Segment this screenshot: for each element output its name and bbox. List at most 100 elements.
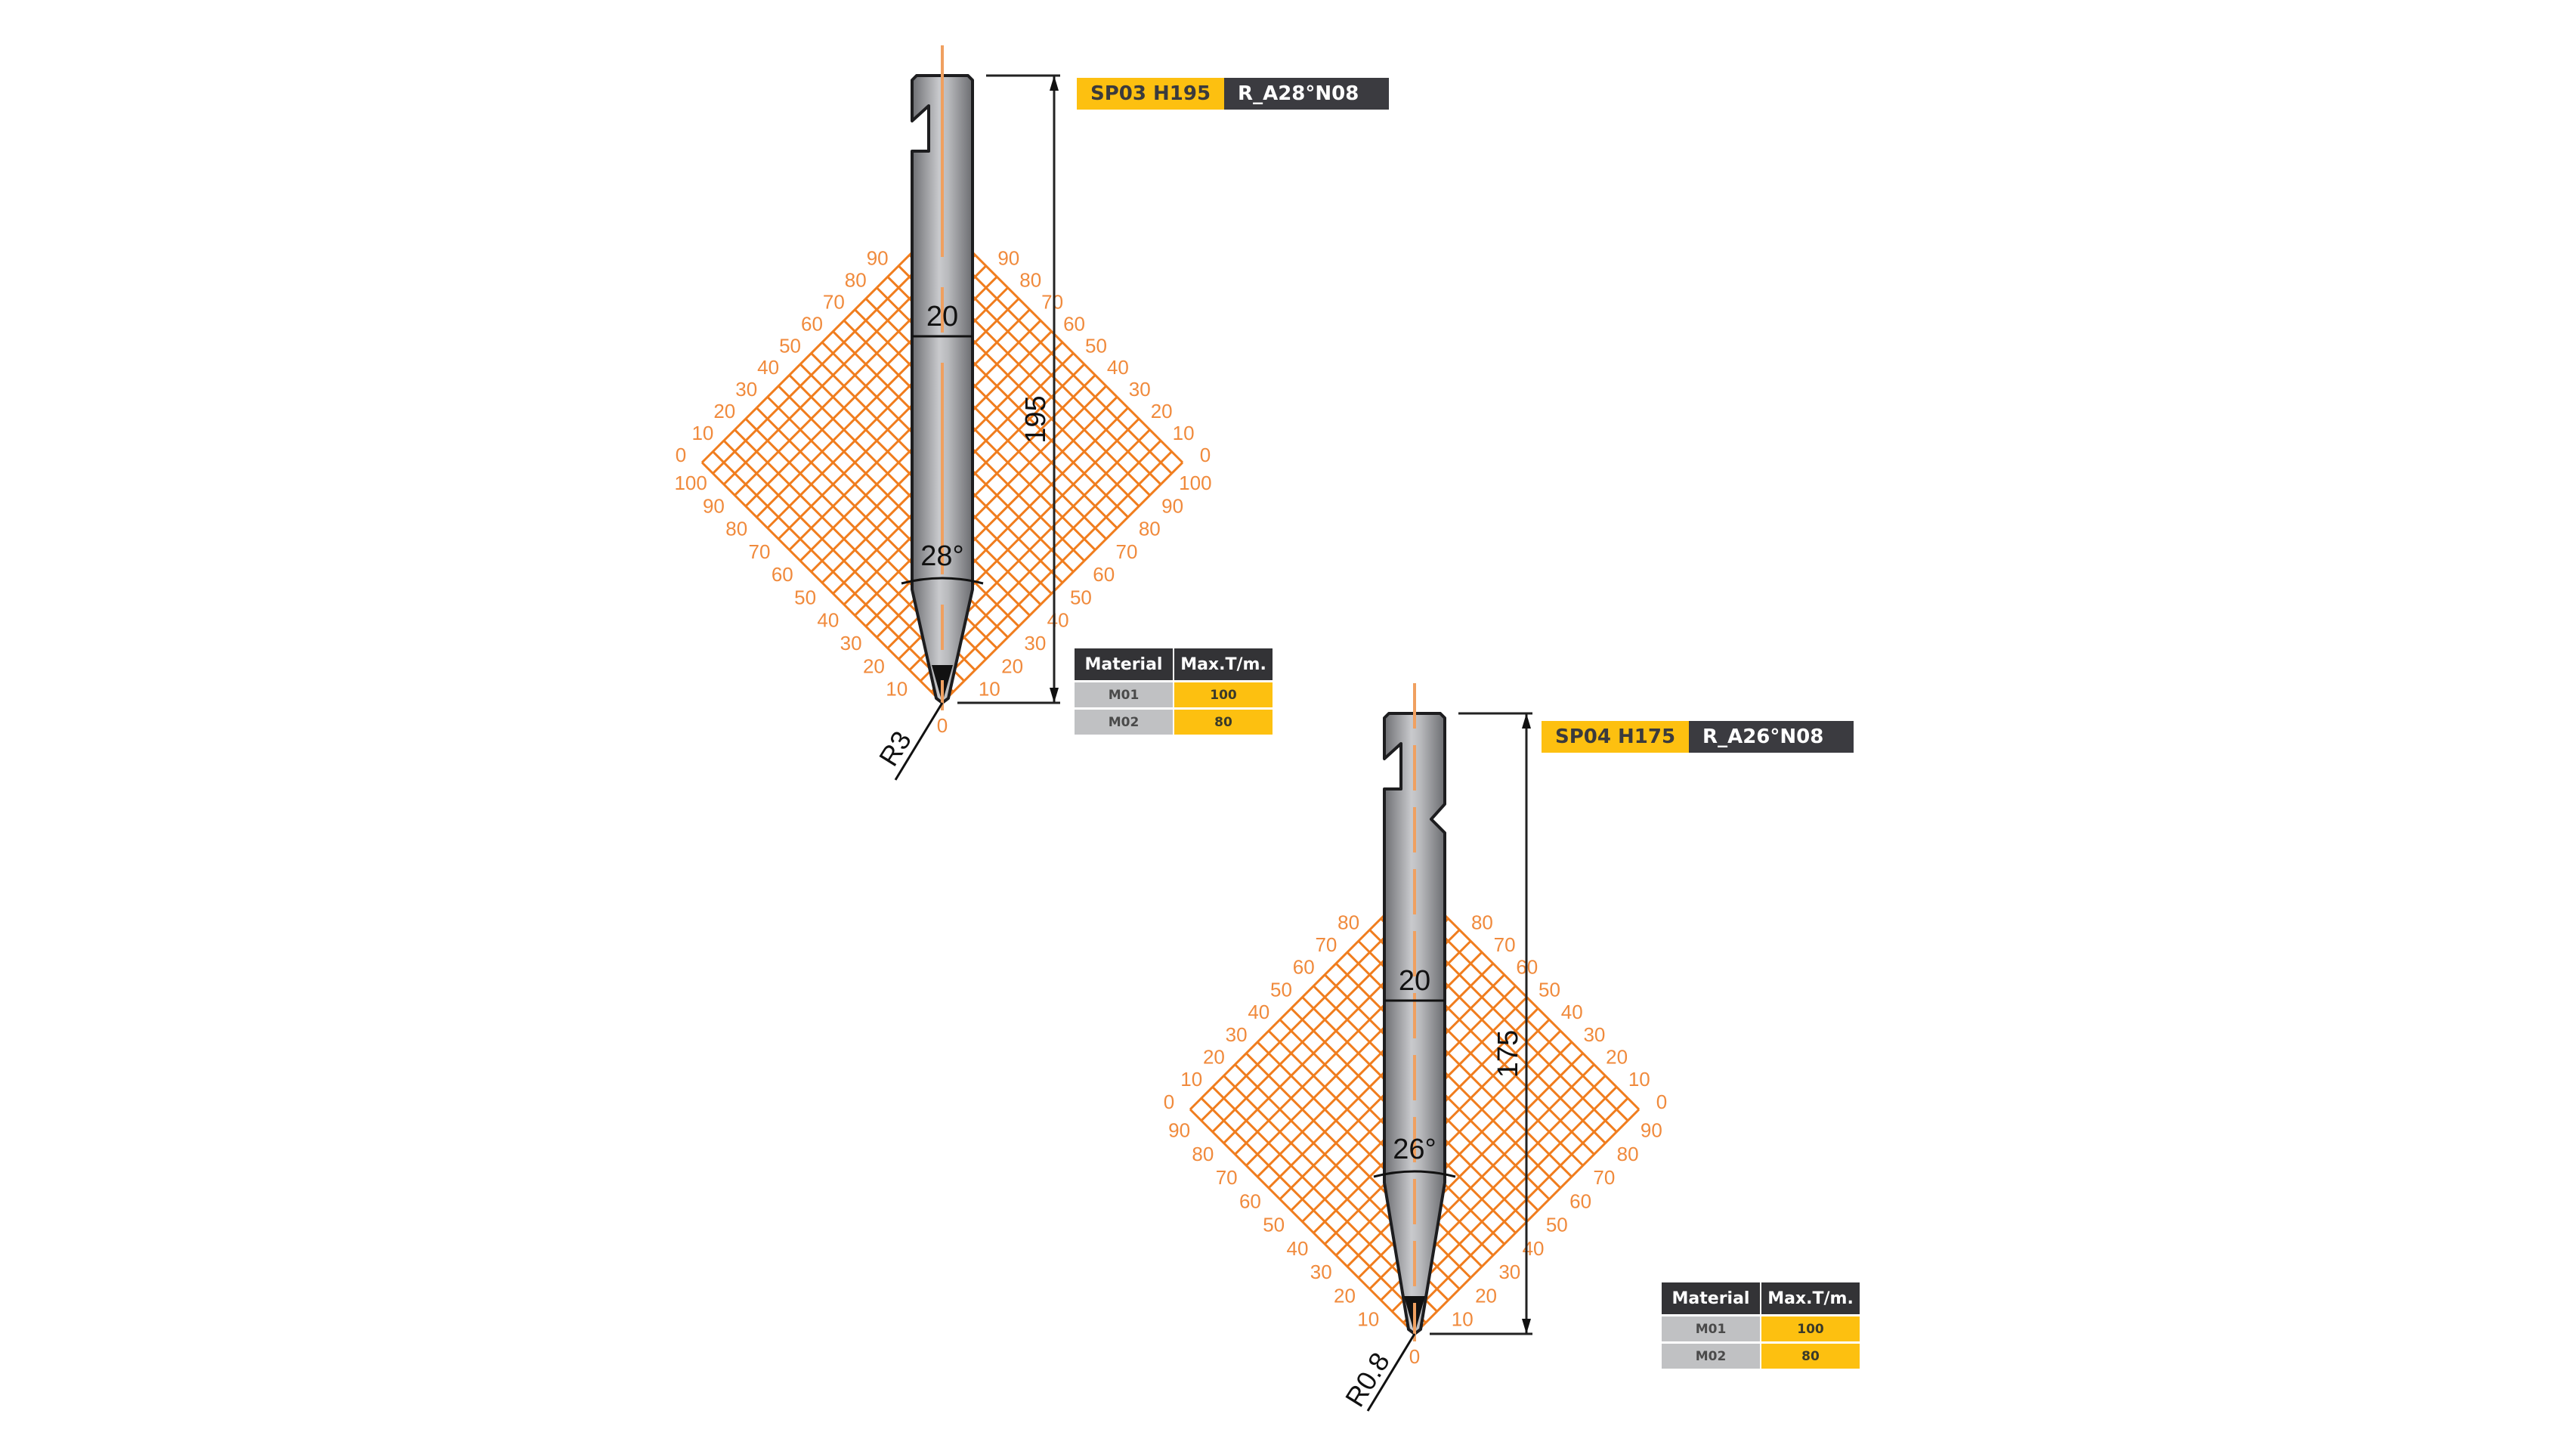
header-max-tonnage: Max.T/m. [1761, 1282, 1860, 1314]
grid-line [1267, 962, 1495, 1190]
grid-label-lower-left: 100 [674, 472, 707, 494]
grid-label-upper-left: 70 [823, 291, 845, 314]
tool-sp03-drawing: 0102030405060708090010203040506070809010… [674, 45, 1212, 781]
radius-leader [894, 702, 944, 781]
grid-label-upper-right: 0 [1200, 444, 1211, 466]
arrow-up-icon [1050, 76, 1059, 91]
angle-dimension-label: 26° [1393, 1134, 1436, 1165]
table-row: M01 100 [1662, 1316, 1860, 1341]
material-cell: M02 [1662, 1344, 1760, 1369]
grid-label-upper-left: 30 [735, 378, 757, 401]
grid-label-lower-right: 10 [979, 678, 1000, 701]
grid-label-upper-right: 40 [1561, 1001, 1583, 1023]
grid-label-lower-right: 40 [1047, 609, 1069, 632]
grid-label-tip: 0 [1409, 1345, 1420, 1368]
grid-label-lower-left: 60 [1239, 1190, 1261, 1212]
grid-label-upper-left: 40 [1248, 1001, 1269, 1023]
grid-label-lower-right: 60 [1093, 563, 1115, 586]
tonnage-cell: 100 [1761, 1316, 1860, 1341]
grid-label-upper-left: 60 [801, 312, 823, 335]
grid-label-upper-right: 0 [1656, 1091, 1667, 1113]
grid-label-upper-left: 10 [1180, 1068, 1202, 1091]
table-row: M01 100 [1075, 682, 1273, 707]
grid-label-upper-left: 80 [1337, 911, 1359, 933]
radius-leader [1366, 1333, 1416, 1412]
grid-label-lower-right: 70 [1116, 540, 1138, 563]
grid-label-upper-left: 10 [691, 422, 713, 444]
material-table-sp04: Material Max.T/m. M01 100 M02 80 [1660, 1280, 1861, 1371]
grid-label-lower-left: 70 [1216, 1166, 1238, 1189]
grid-label-tip: 0 [937, 714, 948, 737]
grid-line [788, 308, 1031, 551]
grid-label-lower-left: 60 [772, 563, 793, 586]
tonnage-cell: 80 [1761, 1344, 1860, 1369]
height-dimension-label: 195 [1020, 395, 1052, 443]
grid-label-lower-right: 80 [1139, 518, 1161, 540]
tool-spec: R_A28°N08 [1224, 78, 1390, 110]
grid-label-lower-right: 60 [1569, 1190, 1591, 1212]
grid-label-lower-right: 90 [1641, 1119, 1662, 1142]
tonnage-cell: 100 [1174, 682, 1273, 707]
angle-dimension-label: 28° [920, 540, 963, 572]
grid-label-upper-right: 70 [1494, 933, 1516, 956]
grid-line [941, 221, 1184, 464]
table-row: M02 80 [1075, 710, 1273, 735]
grid-label-upper-left: 30 [1226, 1023, 1248, 1046]
grid-label-upper-left: 0 [1164, 1091, 1174, 1113]
grid-label-upper-right: 50 [1085, 334, 1107, 357]
grid-label-lower-left: 40 [1286, 1237, 1308, 1260]
grid-label-lower-left: 20 [863, 654, 885, 677]
grid-line [1189, 883, 1416, 1111]
grid-label-lower-left: 50 [1263, 1214, 1285, 1236]
arrow-up-icon [1522, 713, 1531, 729]
grid-label-upper-right: 70 [1041, 291, 1063, 314]
grid-label-upper-right: 10 [1628, 1068, 1650, 1091]
grid-label-lower-right: 30 [1498, 1261, 1520, 1283]
grid-label-lower-right: 10 [1452, 1308, 1474, 1331]
grid-label-upper-right: 90 [997, 247, 1019, 270]
grid-label-lower-right: 20 [1475, 1284, 1497, 1307]
tonnage-cell: 80 [1174, 710, 1273, 735]
material-cell: M01 [1075, 682, 1173, 707]
grid-label-upper-left: 20 [713, 400, 735, 422]
grid-label-upper-left: 40 [757, 356, 779, 379]
grid-label-upper-left: 60 [1293, 956, 1315, 979]
header-max-tonnage: Max.T/m. [1174, 648, 1273, 680]
grid-label-lower-right: 50 [1070, 586, 1092, 608]
grid-label-lower-left: 10 [1357, 1308, 1379, 1331]
grid-label-lower-left: 20 [1334, 1284, 1356, 1307]
header-material: Material [1075, 648, 1173, 680]
table-row: M02 80 [1662, 1344, 1860, 1369]
grid-label-lower-left: 30 [840, 632, 862, 654]
grid-label-upper-right: 30 [1583, 1023, 1605, 1046]
grid-label-upper-right: 20 [1151, 400, 1173, 422]
grid-label-upper-right: 10 [1173, 422, 1195, 444]
grid-label-lower-right: 90 [1161, 494, 1183, 517]
grid-label-lower-left: 90 [703, 494, 725, 517]
grid-line [1334, 962, 1562, 1190]
grid-label-upper-right: 40 [1107, 356, 1129, 379]
grid-label-lower-right: 80 [1617, 1143, 1639, 1165]
grid-label-upper-left: 80 [845, 269, 867, 292]
grid-line [864, 298, 1107, 540]
grid-label-lower-right: 50 [1546, 1214, 1568, 1236]
width-dimension-label: 20 [1399, 965, 1430, 997]
grid-label-upper-right: 80 [1471, 911, 1493, 933]
angle-dimension-arc [901, 577, 984, 585]
grid-label-lower-left: 80 [725, 518, 747, 540]
grid-label-lower-left: 80 [1192, 1143, 1214, 1165]
grid-label-lower-left: 40 [817, 609, 839, 632]
grid-label-lower-left: 30 [1310, 1261, 1332, 1283]
tool-code: SP04 H175 [1542, 721, 1690, 753]
grid-label-upper-left: 0 [676, 444, 686, 466]
material-cell: M01 [1662, 1316, 1760, 1341]
grid-label-lower-left: 10 [886, 678, 908, 701]
tool-sp04-drawing: 0102030405060708001020304050607080908070… [1164, 683, 1667, 1412]
grid-label-upper-left: 50 [779, 334, 801, 357]
grid-line [700, 221, 944, 464]
grid-label-upper-right: 30 [1129, 378, 1151, 401]
grid-label-lower-left: 70 [749, 540, 771, 563]
material-cell: M02 [1075, 710, 1173, 735]
grid-label-lower-right: 30 [1024, 632, 1046, 654]
